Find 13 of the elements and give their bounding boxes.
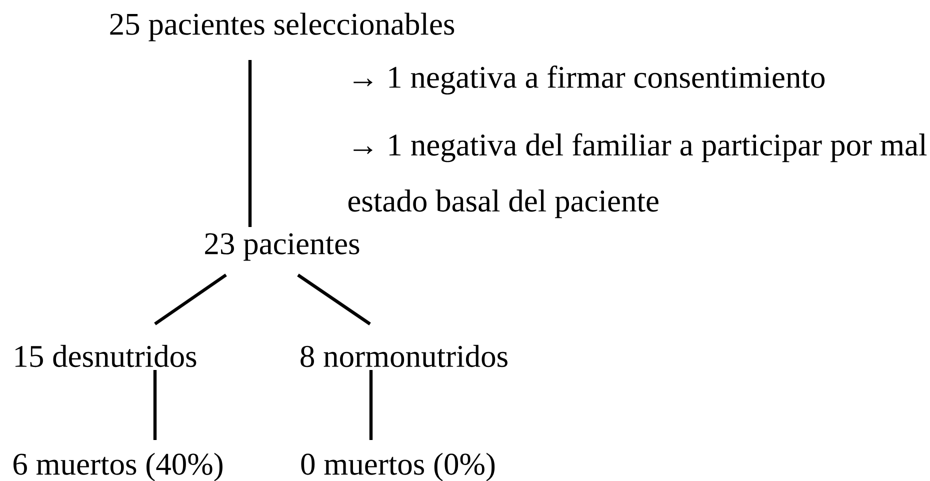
connector-line [248,60,252,227]
count-text: 8 normonutridos [300,344,508,368]
count-text: 23 pacientes [205,233,360,261]
count-text: 25 pacientes seleccionables [110,12,454,42]
count-text: 15 desnutridos [15,344,196,368]
note-text: → 1 negativa del familiar a participar por mal estado basal del paciente [348,133,927,218]
connector-line [369,370,373,440]
connector-line [297,274,371,326]
note-text: → 1 negativa a firmar consentimiento [354,66,825,94]
connector-line [154,274,227,326]
count-text: 0 muertos (0%) [301,452,495,481]
connector-line [153,370,157,440]
count-text: 6 muertos (40%) [14,452,222,481]
